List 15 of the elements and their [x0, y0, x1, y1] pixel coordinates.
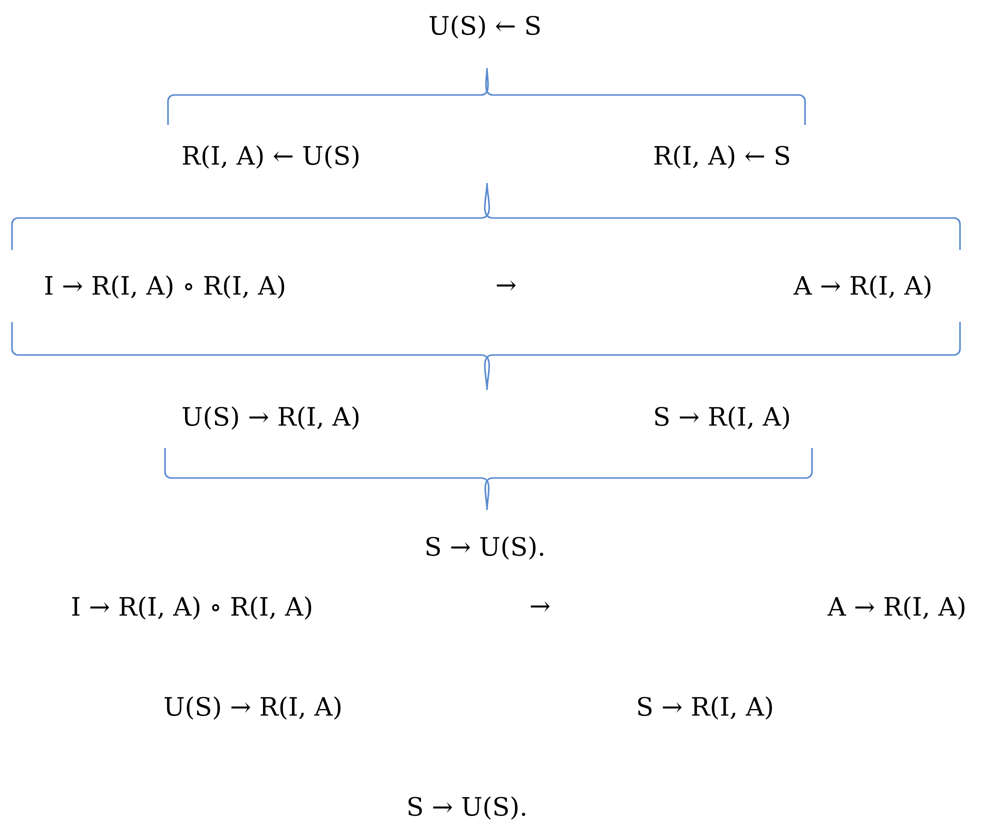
formula-text: S → R(I, A)	[655, 406, 789, 430]
formula-text: S → U(S).	[426, 536, 544, 560]
formula-text: →	[530, 601, 550, 612]
formula-text: A → R(I, A)	[793, 275, 930, 299]
formula-text: R(I, A) ← U(S)	[182, 145, 358, 169]
formula-text: U(S) ← S	[430, 15, 540, 39]
formula-text: I → R(I, A) ∘ R(I, A)	[72, 596, 312, 620]
formula-text: I → R(I, A) ∘ R(I, A)	[45, 275, 284, 299]
formula-text: R(I, A) ← S	[654, 145, 790, 169]
formula-text: S → R(I, A)	[638, 696, 772, 720]
formula-text: U(S) → R(I, A)	[164, 696, 340, 720]
formula-text: A → R(I, A)	[827, 596, 964, 620]
formula-text: →	[496, 280, 516, 291]
formula-text: U(S) → R(I, A)	[182, 406, 358, 430]
formula-text: S → U(S).	[408, 796, 526, 820]
